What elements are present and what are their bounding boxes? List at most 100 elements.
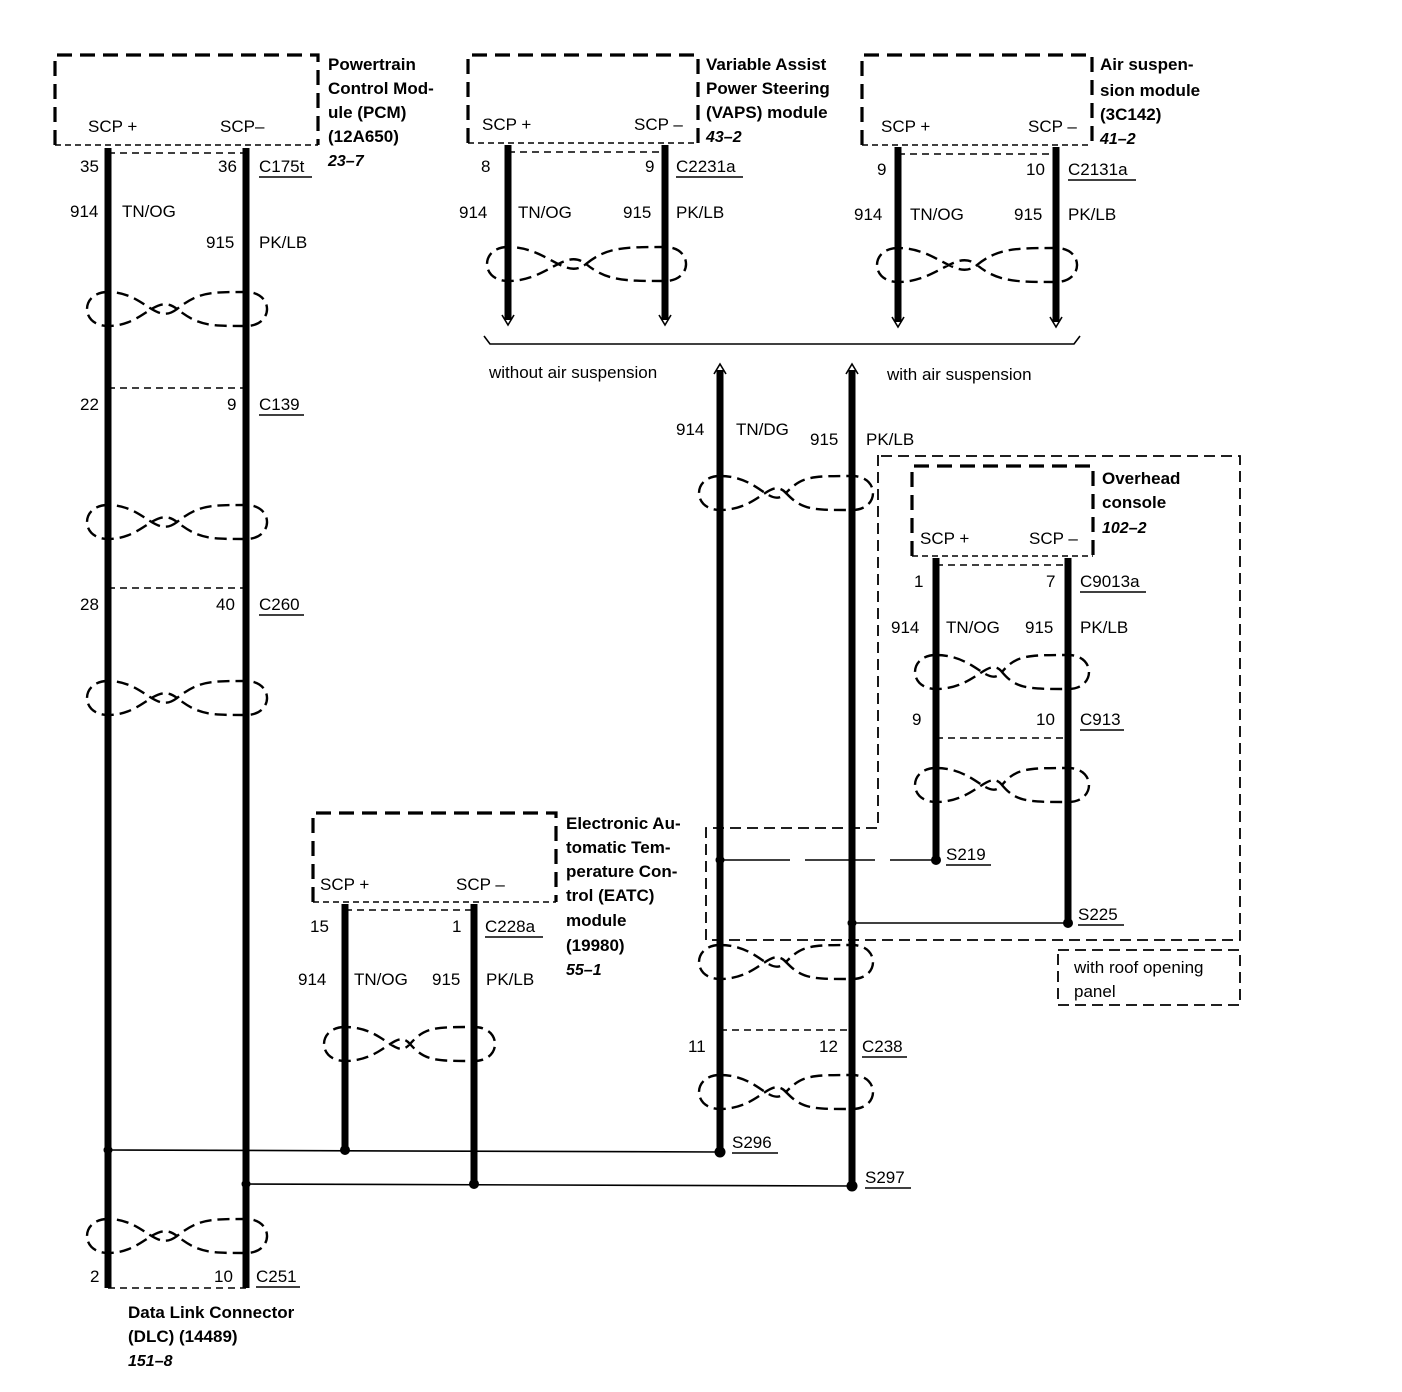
- pcm-module: SCP + SCP– Powertrain Control Mod- ule (…: [53, 53, 434, 170]
- c238-label: C238: [862, 1037, 903, 1056]
- c9013a-pin-b: 7: [1046, 572, 1055, 591]
- c913-pin-a: 9: [912, 710, 921, 729]
- pcm-wire-914: 914: [70, 202, 98, 221]
- c175t-pin-a: 35: [80, 157, 99, 176]
- eatc-name-1: Electronic Au-: [566, 814, 681, 833]
- c9013a-pin-a: 1: [914, 572, 923, 591]
- trunk-wire-914: 914: [676, 420, 704, 439]
- air-ref: 41–2: [1099, 131, 1136, 148]
- vaps-name-2: Power Steering: [706, 79, 830, 98]
- roof-note-2: panel: [1074, 982, 1116, 1001]
- air-suspension-module: SCP + SCP – Air suspen- sion module (3C1…: [860, 53, 1200, 148]
- pcm-name-3: ule (PCM): [328, 103, 406, 122]
- s297-label: S297: [865, 1168, 905, 1187]
- c251-pin-b: 10: [214, 1267, 233, 1286]
- overhead-wire-915: 915: [1025, 618, 1053, 637]
- pcm-scp-minus: SCP–: [220, 117, 265, 136]
- pcm-dlc-wires: 35 36 C175t 914 TN/OG 915 PK/LB 22 9 C13…: [70, 148, 312, 1289]
- eatc-wire-tn-og: TN/OG: [354, 970, 408, 989]
- c260-label: C260: [259, 595, 300, 614]
- pcm-wire-915: 915: [206, 233, 234, 252]
- vaps-ref: 43–2: [705, 129, 742, 146]
- c228a-pin-a: 15: [310, 917, 329, 936]
- c9013a-label: C9013a: [1080, 572, 1140, 591]
- trunk-wire-915: 915: [810, 430, 838, 449]
- eatc-name-3: perature Con-: [566, 862, 677, 881]
- s219-label: S219: [946, 845, 986, 864]
- overhead-scp-plus: SCP +: [920, 529, 969, 548]
- air-suspension-wires: 9 10 C2131a 914 TN/OG 915 PK/LB: [854, 147, 1136, 329]
- overhead-name-2: console: [1102, 493, 1166, 512]
- overhead-name-1: Overhead: [1102, 469, 1180, 488]
- trunk-wire-pk-lb: PK/LB: [866, 430, 914, 449]
- air-name-2: sion module: [1100, 81, 1200, 100]
- c238-pin-a: 11: [688, 1037, 706, 1056]
- dlc-name-1: Data Link Connector: [128, 1303, 295, 1322]
- vaps-wire-tn-og: TN/OG: [518, 203, 572, 222]
- c2131a-label: C2131a: [1068, 160, 1128, 179]
- vaps-wire-914: 914: [459, 203, 487, 222]
- trunk-wire-tn-dg: TN/DG: [736, 420, 789, 439]
- c260-pin-b: 40: [216, 595, 235, 614]
- pcm-wire-pk-lb: PK/LB: [259, 233, 307, 252]
- eatc-wire-pk-lb: PK/LB: [486, 970, 534, 989]
- air-wire-tn-og: TN/OG: [910, 205, 964, 224]
- pcm-name-1: Powertrain: [328, 55, 416, 74]
- vaps-wire-pk-lb: PK/LB: [676, 203, 724, 222]
- c175t-pin-b: 36: [218, 157, 237, 176]
- air-scp-plus: SCP +: [881, 117, 930, 136]
- overhead-wire-tn-og: TN/OG: [946, 618, 1000, 637]
- c139-pin-a: 22: [80, 395, 99, 414]
- eatc-wire-915: 915: [432, 970, 460, 989]
- eatc-name-4: trol (EATC): [566, 886, 654, 905]
- eatc-ref: 55–1: [566, 962, 602, 979]
- c2231a-label: C2231a: [676, 157, 736, 176]
- eatc-scp-plus: SCP +: [320, 875, 369, 894]
- vaps-module: SCP + SCP – Variable Assist Power Steeri…: [466, 53, 830, 146]
- c228a-label: C228a: [485, 917, 536, 936]
- overhead-wires: 1 7 C9013a 914 TN/OG 915 PK/LB 9 10 C913…: [715, 558, 1146, 928]
- c175t-label: C175t: [259, 157, 305, 176]
- overhead-console-module: SCP + SCP – Overhead console 102–2: [910, 464, 1180, 557]
- eatc-wires: 15 1 C228a 914 TN/OG 915 PK/LB: [298, 904, 543, 1184]
- vaps-scp-minus: SCP –: [634, 115, 683, 134]
- vaps-name-1: Variable Assist: [706, 55, 827, 74]
- c228a-pin-b: 1: [452, 917, 461, 936]
- pcm-wire-tn-og: TN/OG: [122, 202, 176, 221]
- c2131a-pin-b: 10: [1026, 160, 1045, 179]
- overhead-ref: 102–2: [1102, 520, 1147, 537]
- c251-label: C251: [256, 1267, 297, 1286]
- overhead-scp-minus: SCP –: [1029, 529, 1078, 548]
- option-bracket: without air suspension with air suspensi…: [483, 335, 1081, 384]
- pcm-ref: 23–7: [327, 153, 365, 170]
- eatc-name-5: module: [566, 911, 626, 930]
- eatc-module: SCP + SCP – Electronic Au- tomatic Tem- …: [311, 811, 681, 979]
- trunk-wires: 914 TN/DG 915 PK/LB 11 12 C238: [676, 362, 914, 1188]
- air-scp-minus: SCP –: [1028, 117, 1077, 136]
- splice-bus: S296 S297: [103, 1133, 911, 1192]
- overhead-wire-pk-lb: PK/LB: [1080, 618, 1128, 637]
- c251-pin-a: 2: [90, 1267, 99, 1286]
- eatc-name-2: tomatic Tem-: [566, 838, 671, 857]
- c139-pin-b: 9: [227, 395, 236, 414]
- eatc-wire-914: 914: [298, 970, 326, 989]
- air-name-1: Air suspen-: [1100, 55, 1194, 74]
- c139-label: C139: [259, 395, 300, 414]
- c260-pin-a: 28: [80, 595, 99, 614]
- s225-label: S225: [1078, 905, 1118, 924]
- s296-label: S296: [732, 1133, 772, 1152]
- overhead-wire-914: 914: [891, 618, 919, 637]
- c2231a-pin-a: 8: [481, 157, 490, 176]
- air-name-3: (3C142): [1100, 105, 1161, 124]
- vaps-wires: 8 9 C2231a 914 TN/OG 915 PK/LB: [459, 145, 743, 327]
- c238-pin-b: 12: [819, 1037, 838, 1056]
- air-wire-914: 914: [854, 205, 882, 224]
- eatc-scp-minus: SCP –: [456, 875, 505, 894]
- c913-label: C913: [1080, 710, 1121, 729]
- pcm-name-4: (12A650): [328, 127, 399, 146]
- eatc-name-6: (19980): [566, 936, 625, 955]
- vaps-wire-915: 915: [623, 203, 651, 222]
- c913-pin-b: 10: [1036, 710, 1055, 729]
- pcm-name-2: Control Mod-: [328, 79, 434, 98]
